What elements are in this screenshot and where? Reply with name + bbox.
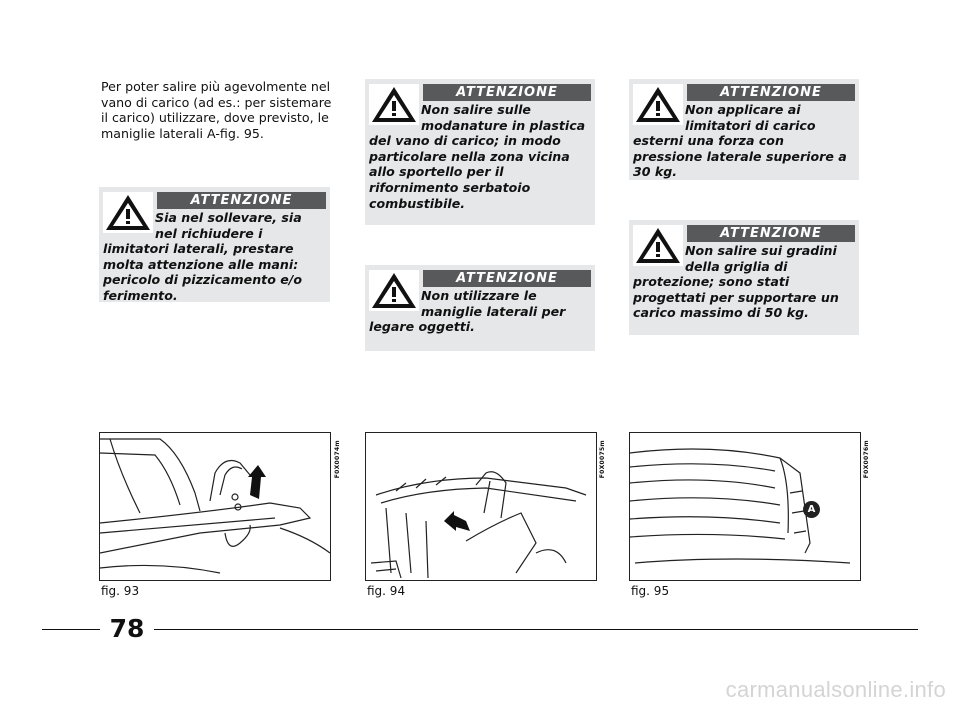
- figure-95-code: F0X0076m: [863, 440, 870, 479]
- warning-box: ATTENZIONE Non utilizzare le maniglie la…: [365, 265, 595, 351]
- figure-94-caption: fig. 94: [367, 584, 406, 598]
- figure-93-illustration: [99, 432, 331, 581]
- warning-text: Non utilizzare le maniglie laterali per …: [369, 288, 566, 335]
- warning-text: Non salire sui gradini della griglia di …: [633, 243, 839, 321]
- figure-94-code: F0X0075m: [599, 440, 606, 479]
- warning-triangle-icon: [103, 192, 153, 233]
- figure-95-illustration: A: [629, 432, 861, 581]
- warning-triangle-icon: [633, 225, 683, 266]
- footer-rule-left: [42, 629, 100, 631]
- watermark: carmanualsonline.info: [725, 677, 946, 702]
- warning-header: ATTENZIONE: [687, 225, 855, 242]
- callout-a-label: A: [807, 504, 816, 515]
- warning-text: Non salire sulle modanature in plastica …: [369, 102, 586, 211]
- warning-header: ATTENZIONE: [157, 192, 326, 209]
- warning-triangle-icon: [369, 270, 419, 311]
- intro-paragraph: Per poter salire più agevolmente nel van…: [101, 79, 332, 141]
- figure-94-illustration: [365, 432, 597, 581]
- warning-triangle-icon: [633, 84, 683, 125]
- warning-box: ATTENZIONE Non salire sulle modanature i…: [365, 79, 595, 225]
- figure-93-code: F0X0074m: [334, 440, 341, 479]
- warning-box: ATTENZIONE Non salire sui gradini della …: [629, 220, 859, 335]
- figure-93-caption: fig. 93: [101, 584, 140, 598]
- warning-triangle-icon: [369, 84, 419, 125]
- warning-box: ATTENZIONE Sia nel sollevare, sia nel ri…: [99, 187, 330, 303]
- warning-box: ATTENZIONE Non applicare ai limitatori d…: [629, 79, 859, 180]
- page-number: 78: [109, 614, 145, 643]
- footer-rule-right: [154, 629, 918, 631]
- figure-95-caption: fig. 95: [631, 584, 670, 598]
- warning-text: Non applicare ai limitatori di carico es…: [633, 102, 847, 180]
- warning-text: Sia nel sollevare, sia nel richiudere i …: [103, 210, 303, 303]
- warning-header: ATTENZIONE: [423, 84, 591, 101]
- warning-header: ATTENZIONE: [423, 270, 591, 287]
- callout-a-badge: A: [803, 501, 820, 518]
- warning-header: ATTENZIONE: [687, 84, 855, 101]
